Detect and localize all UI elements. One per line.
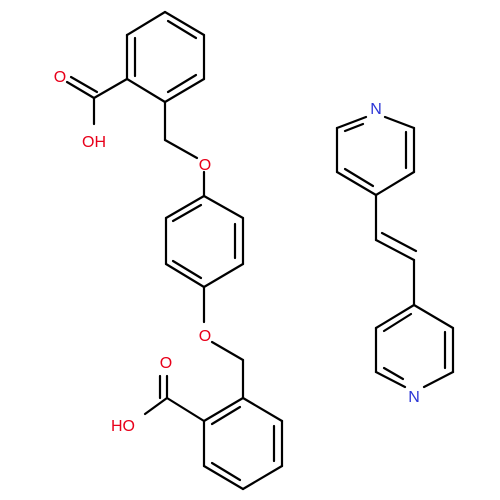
bottom-pyridine-ring: N	[374, 303, 455, 406]
upper-carboxyl-group: O OH	[54, 69, 129, 151]
lower-hydroxyl-label: HO	[111, 418, 135, 435]
top-pyridine-nitrogen-label: N	[370, 101, 382, 118]
bottom-pyridine-nitrogen-label: N	[408, 389, 420, 406]
lower-carbonyl-oxygen-label: O	[160, 355, 172, 372]
upper-carbonyl-oxygen-label: O	[54, 69, 66, 86]
upper-hydroxyl-label: OH	[82, 134, 106, 151]
bipyridyl-ethylene-molecule: N N	[335, 101, 455, 406]
central-benzene-ring	[164, 194, 245, 289]
ethylene-bridge	[374, 193, 418, 307]
upper-ether-oxygen-label: O	[199, 157, 211, 174]
bis-carboxybenzyloxy-benzene-molecule: O OH O O	[54, 10, 284, 491]
lower-methyleneoxy-linker: O	[199, 285, 245, 400]
upper-benzoic-ring	[125, 10, 206, 104]
lower-carboxyl-group: O HO	[111, 355, 206, 435]
lower-benzoic-ring	[202, 396, 284, 491]
top-pyridine-ring: N	[335, 101, 416, 197]
upper-methyleneoxy-linker: O	[163, 100, 211, 198]
lower-ether-oxygen-label: O	[199, 328, 211, 345]
